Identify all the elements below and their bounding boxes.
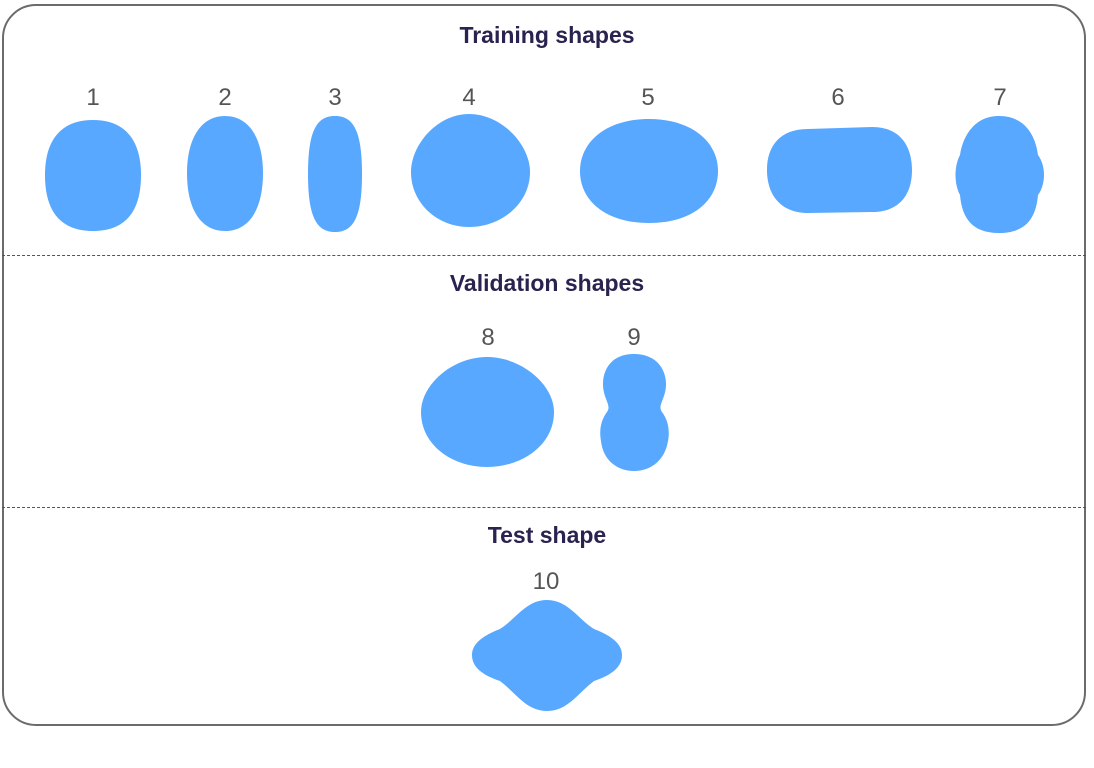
training-shape-4 bbox=[411, 114, 530, 227]
training-shape-6 bbox=[767, 127, 912, 213]
training-section-title: Training shapes bbox=[459, 22, 635, 48]
validation-shape-8 bbox=[421, 357, 554, 467]
shapes-panel-frame bbox=[2, 4, 1086, 726]
shape-label-4: 4 bbox=[462, 84, 476, 111]
shape-label-7: 7 bbox=[993, 84, 1007, 111]
training-shape-2 bbox=[187, 116, 263, 231]
shape-label-5: 5 bbox=[641, 84, 655, 111]
shape-label-1: 1 bbox=[86, 84, 100, 111]
training-shape-3 bbox=[308, 116, 362, 232]
shape-label-10: 10 bbox=[532, 568, 560, 595]
test-section-title: Test shape bbox=[487, 522, 607, 548]
shape-label-2: 2 bbox=[218, 84, 232, 111]
test-shape-10 bbox=[472, 600, 622, 711]
training-shape-1 bbox=[45, 120, 141, 231]
shape-label-9: 9 bbox=[627, 324, 641, 351]
training-shape-7 bbox=[955, 116, 1044, 233]
shape-label-8: 8 bbox=[481, 324, 495, 351]
training-validation-divider bbox=[2, 255, 1086, 256]
validation-shape-9 bbox=[600, 354, 669, 471]
shape-label-3: 3 bbox=[328, 84, 342, 111]
training-shape-5 bbox=[580, 119, 718, 223]
validation-section-title: Validation shapes bbox=[449, 270, 645, 296]
validation-test-divider bbox=[2, 507, 1086, 508]
shape-label-6: 6 bbox=[831, 84, 845, 111]
